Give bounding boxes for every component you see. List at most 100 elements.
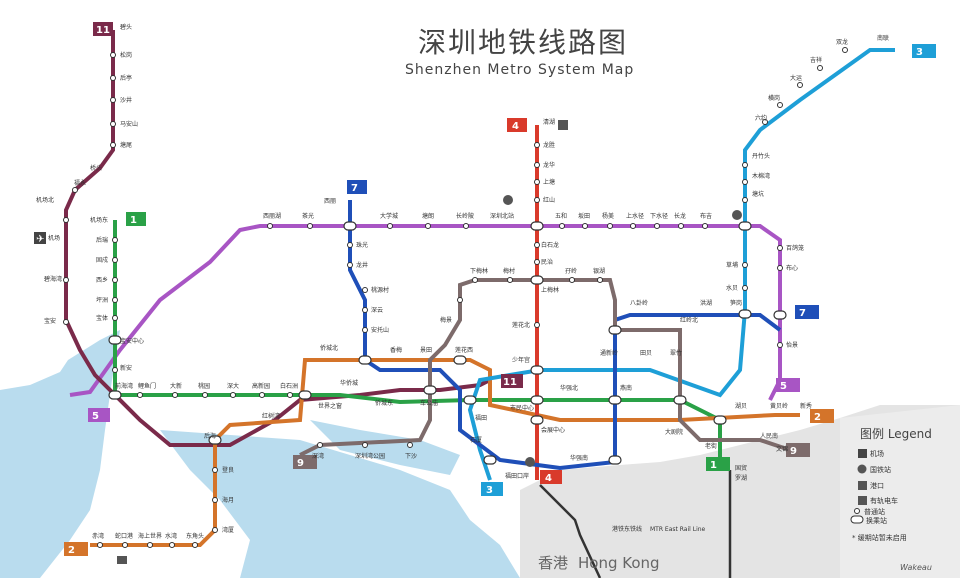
station-dot[interactable] [742,197,748,203]
station-dot[interactable] [212,527,218,533]
station-dot[interactable] [110,52,116,58]
station-dot[interactable] [630,223,636,229]
line3-badge-south[interactable]: 3 [481,482,503,496]
line4-badge-south[interactable]: 4 [540,470,562,484]
rail-station-icon[interactable] [525,457,535,467]
station-dot[interactable] [742,262,748,268]
station-dot[interactable] [267,223,273,229]
station-dot[interactable] [112,297,118,303]
station-dot[interactable] [362,307,368,313]
station-dot[interactable] [112,277,118,283]
station-dot[interactable] [597,277,603,283]
line9-badge-west[interactable]: 9 [293,455,317,469]
station-dot[interactable] [817,65,823,71]
transfer-station[interactable] [298,390,312,400]
station-dot[interactable] [425,223,431,229]
line5-badge-east[interactable]: 5 [776,378,800,392]
station-dot[interactable] [172,392,178,398]
station-dot[interactable] [534,142,540,148]
station-dot[interactable] [463,223,469,229]
station-dot[interactable] [63,277,69,283]
transfer-station[interactable] [530,395,544,405]
station-dot[interactable] [534,322,540,328]
line4-badge[interactable]: 4 [507,118,527,132]
station-dot[interactable] [147,542,153,548]
transfer-station[interactable] [530,415,544,425]
station-dot[interactable] [777,342,783,348]
line1-badge-east[interactable]: 1 [706,457,730,471]
station-dot[interactable] [777,102,783,108]
station-dot[interactable] [362,287,368,293]
transfer-station[interactable] [343,221,357,231]
station-dot[interactable] [702,223,708,229]
transfer-station[interactable] [453,355,467,365]
station-dot[interactable] [347,262,353,268]
transfer-station[interactable] [530,275,544,285]
line2-badge-east[interactable]: 2 [810,409,834,423]
station-dot[interactable] [317,442,323,448]
port-icon[interactable] [117,556,127,564]
line9-badge-east[interactable]: 9 [786,443,810,457]
station-dot[interactable] [407,442,413,448]
station-dot[interactable] [307,223,313,229]
station-dot[interactable] [569,277,575,283]
station-dot[interactable] [110,75,116,81]
station-dot[interactable] [110,97,116,103]
station-dot[interactable] [112,237,118,243]
transfer-station[interactable] [738,221,752,231]
airport-icon[interactable]: ✈ [34,232,46,245]
station-dot[interactable] [212,467,218,473]
station-dot[interactable] [654,223,660,229]
station-dot[interactable] [63,319,69,325]
station-dot[interactable] [387,223,393,229]
transfer-station[interactable] [738,309,752,319]
station-dot[interactable] [534,197,540,203]
station-dot[interactable] [259,392,265,398]
transfer-station[interactable] [463,395,477,405]
line11-badge[interactable]: 11 [93,22,113,36]
station-dot[interactable] [122,542,128,548]
transfer-station[interactable] [608,325,622,335]
station-dot[interactable] [742,179,748,185]
line3-badge[interactable]: 3 [912,44,936,58]
line7-badge-east[interactable]: 7 [795,305,819,319]
transfer-station[interactable] [773,310,787,320]
station-dot[interactable] [192,542,198,548]
station-dot[interactable] [534,242,540,248]
transfer-station[interactable] [608,395,622,405]
station-dot[interactable] [777,245,783,251]
station-dot[interactable] [63,217,69,223]
station-dot[interactable] [202,392,208,398]
station-dot[interactable] [112,367,118,373]
transfer-station[interactable] [530,221,544,231]
station-dot[interactable] [362,327,368,333]
station-dot[interactable] [472,277,478,283]
station-dot[interactable] [110,142,116,148]
station-dot[interactable] [797,82,803,88]
station-dot[interactable] [742,162,748,168]
transfer-station[interactable] [108,335,122,345]
rail-station-icon[interactable] [503,195,513,205]
station-dot[interactable] [230,392,236,398]
station-dot[interactable] [678,223,684,229]
transfer-station[interactable] [358,355,372,365]
transfer-station[interactable] [713,415,727,425]
station-dot[interactable] [287,392,293,398]
station-dot[interactable] [112,315,118,321]
station-dot[interactable] [347,242,353,248]
station-dot[interactable] [362,442,368,448]
station-dot[interactable] [507,277,513,283]
station-dot[interactable] [72,187,78,193]
rail-station-icon[interactable] [558,120,568,130]
station-dot[interactable] [742,285,748,291]
station-dot[interactable] [777,265,783,271]
station-dot[interactable] [97,542,103,548]
station-dot[interactable] [842,47,848,53]
station-dot[interactable] [212,497,218,503]
transfer-station[interactable] [208,435,222,445]
transfer-station[interactable] [483,455,497,465]
line7-badge[interactable]: 7 [347,180,367,194]
station-dot[interactable] [457,297,463,303]
station-dot[interactable] [762,119,768,125]
line11-badge-mid[interactable]: 11 [501,374,523,388]
